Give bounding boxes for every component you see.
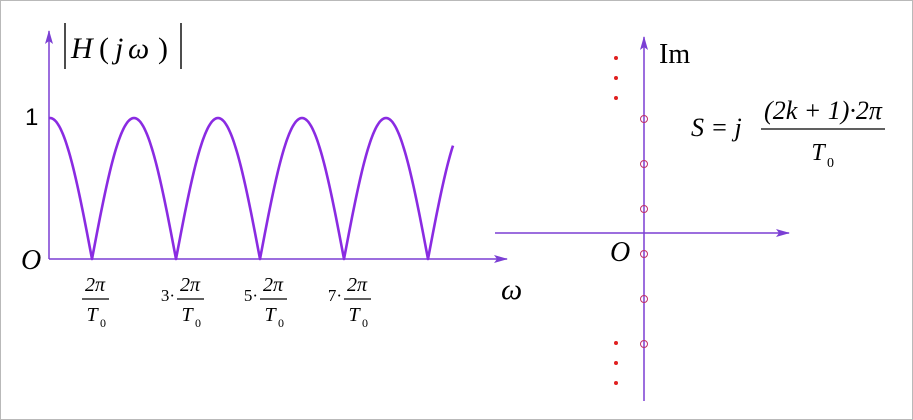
s-plane-im-label: Im bbox=[659, 39, 690, 70]
magnitude-axis-label: H ( j ω ) bbox=[64, 23, 182, 69]
zero-marker bbox=[640, 205, 648, 213]
tick-label-subscript: 0 bbox=[100, 316, 106, 330]
label-paren-open: ( bbox=[99, 32, 109, 65]
s-plane-plot: Im O S = j (2k + 1)·2π T 0 bbox=[495, 36, 885, 401]
formula-denominator: T bbox=[811, 140, 826, 166]
magnitude-tick-one: 1 bbox=[25, 104, 38, 131]
tick-label-denominator: T bbox=[86, 304, 99, 326]
zero-marker bbox=[640, 295, 648, 303]
ellipsis-dot bbox=[614, 341, 618, 345]
continuation-dots-bottom bbox=[614, 341, 618, 385]
ellipsis-dot bbox=[614, 56, 618, 60]
magnitude-curve bbox=[48, 116, 455, 261]
tick-label-coef: 5· bbox=[244, 286, 258, 305]
magnitude-origin: O bbox=[21, 245, 41, 276]
tick-label-denominator: T bbox=[348, 304, 361, 326]
zero-markers bbox=[640, 115, 648, 348]
ellipsis-dot bbox=[614, 361, 618, 365]
tick-label-denominator: T bbox=[181, 304, 194, 326]
label-H: H bbox=[70, 32, 95, 65]
magnitude-x-axis-label: ω bbox=[501, 273, 522, 306]
tick-label-numerator: 2π bbox=[347, 274, 368, 296]
label-paren-close: ) bbox=[158, 32, 168, 65]
ellipsis-dot bbox=[614, 76, 618, 80]
tick-label-1: 2π T 0 bbox=[82, 274, 109, 330]
tick-label-coef: 3· bbox=[161, 286, 175, 305]
zero-marker bbox=[640, 115, 648, 123]
formula-numerator: (2k + 1)·2π bbox=[764, 96, 883, 125]
zero-marker bbox=[640, 340, 648, 348]
formula-subscript: 0 bbox=[827, 156, 834, 171]
zero-location-formula: S = j (2k + 1)·2π T 0 bbox=[691, 96, 885, 171]
ellipsis-dot bbox=[614, 96, 618, 100]
zero-marker bbox=[640, 250, 648, 258]
s-plane-origin: O bbox=[610, 237, 630, 268]
ellipsis-dot bbox=[614, 381, 618, 385]
tick-label-5: 5· 2π T 0 bbox=[244, 274, 287, 330]
tick-label-numerator: 2π bbox=[263, 274, 284, 296]
tick-label-subscript: 0 bbox=[195, 316, 201, 330]
label-omega: ω bbox=[128, 32, 149, 65]
label-j: j bbox=[111, 32, 123, 65]
tick-label-7: 7· 2π T 0 bbox=[328, 274, 371, 330]
continuation-dots-top bbox=[614, 56, 618, 100]
tick-label-numerator: 2π bbox=[180, 274, 201, 296]
zero-marker bbox=[640, 160, 648, 168]
tick-label-denominator: T bbox=[264, 304, 277, 326]
magnitude-plot: H ( j ω ) 1 O ω 2π T 0 3· 2π T 0 5· 2π bbox=[21, 23, 522, 330]
tick-label-subscript: 0 bbox=[362, 316, 368, 330]
tick-label-coef: 7· bbox=[328, 286, 342, 305]
tick-label-subscript: 0 bbox=[278, 316, 284, 330]
tick-label-3: 3· 2π T 0 bbox=[161, 274, 204, 330]
formula-lhs: S = j bbox=[691, 113, 742, 142]
tick-label-numerator: 2π bbox=[85, 274, 106, 296]
